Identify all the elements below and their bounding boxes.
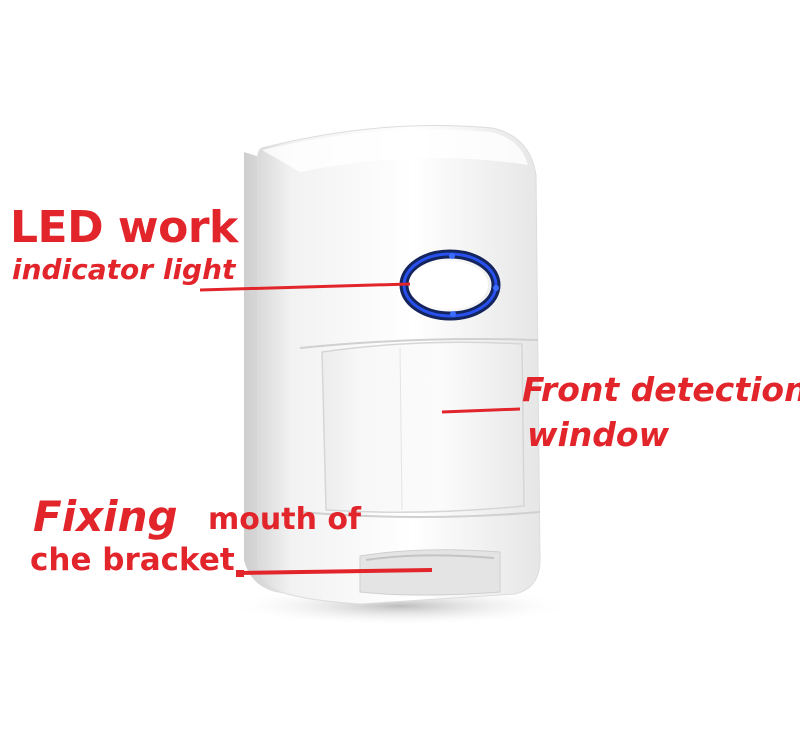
bracket-pointer-line <box>235 568 433 575</box>
bracket-mouth <box>359 549 501 596</box>
led-ring-center <box>412 261 488 309</box>
top-bevel <box>262 129 528 172</box>
led-pointer-line <box>199 282 411 292</box>
bracket-label: che bracket <box>30 542 235 578</box>
window-label: window <box>527 415 670 454</box>
bracket-pointer-tick <box>236 570 244 577</box>
led-work-label: LED work <box>10 202 238 253</box>
fixing-label: Fixing <box>33 492 178 541</box>
led-dot-bottom <box>450 311 456 317</box>
lower-seam <box>299 511 541 518</box>
led-dot-right <box>493 285 499 291</box>
front-detection-label: Front detection <box>522 370 800 409</box>
mouth-of-label: mouth of <box>208 502 362 537</box>
detection-window <box>321 341 525 513</box>
indicator-light-label: indicator light <box>12 253 236 286</box>
bracket-edge <box>365 554 495 561</box>
window-pointer-line <box>441 407 521 414</box>
led-dot-top <box>449 253 455 259</box>
upper-seam <box>299 338 539 349</box>
window-ridge <box>399 347 403 511</box>
